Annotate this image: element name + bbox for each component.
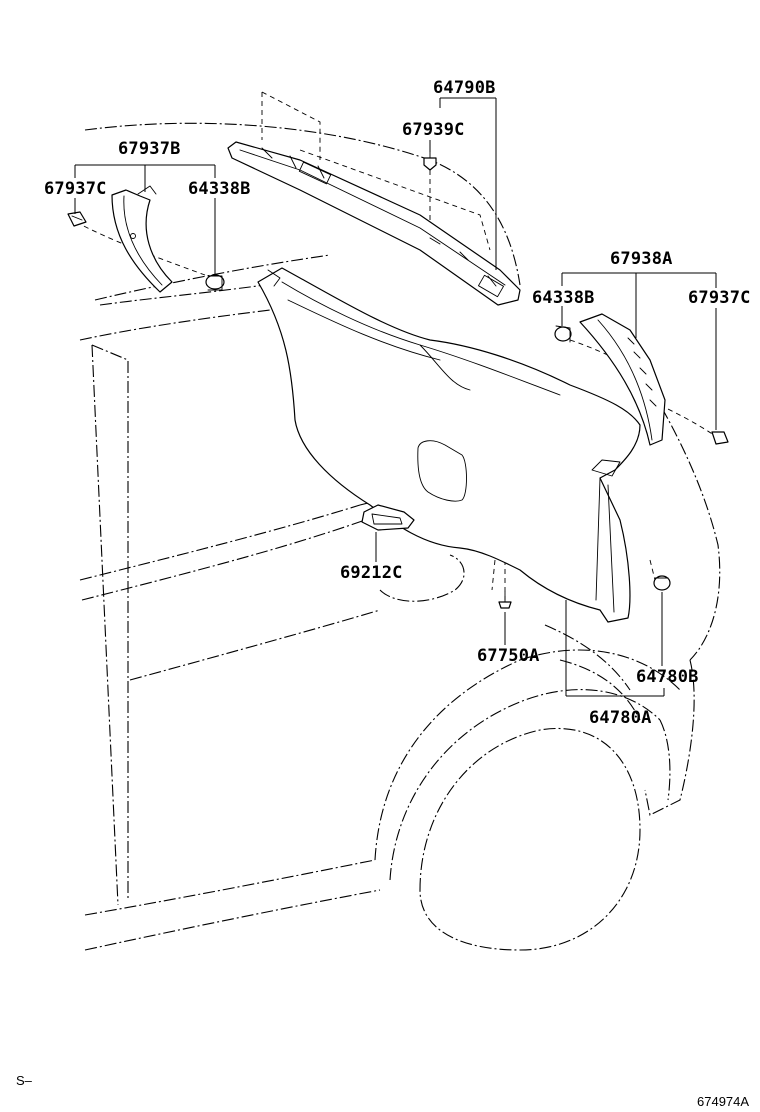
assembly-guide-lines [75, 91, 719, 600]
label-64338B-left: 64338B [188, 179, 251, 199]
label-67938A: 67938A [610, 249, 673, 269]
back-door-trim-board [257, 267, 641, 623]
clip-64338B-left [205, 274, 225, 291]
clip-67937C-right [711, 431, 729, 445]
clip-64780B [653, 575, 671, 591]
right-pillar-garnish [579, 313, 666, 446]
clip-67939C [423, 149, 437, 171]
label-67939C: 67939C [402, 120, 465, 140]
part-number-labels: 64790B 67939C 67937B 67937C 64338B 67938… [44, 78, 751, 728]
figure-number: 674974A [697, 1094, 749, 1109]
label-69212C: 69212C [340, 563, 403, 583]
label-64790B: 64790B [433, 78, 496, 98]
screw-67750A [498, 591, 512, 609]
label-64780B: 64780B [636, 667, 699, 687]
label-67937B: 67937B [118, 139, 181, 159]
label-67750A: 67750A [477, 646, 540, 666]
leader-lines [74, 97, 717, 697]
fasteners [67, 149, 729, 609]
left-pillar-garnish [111, 185, 173, 293]
section-mark: S– [16, 1073, 33, 1088]
label-64338B-right: 64338B [532, 288, 595, 308]
label-67937C-left: 67937C [44, 179, 107, 199]
label-64780A: 64780A [589, 708, 652, 728]
label-67937C-right: 67937C [688, 288, 751, 308]
clip-64338B-right [554, 325, 572, 343]
clip-67937C-left [67, 211, 87, 227]
pull-handle [361, 504, 415, 531]
back-door-upper-trim [227, 141, 521, 306]
